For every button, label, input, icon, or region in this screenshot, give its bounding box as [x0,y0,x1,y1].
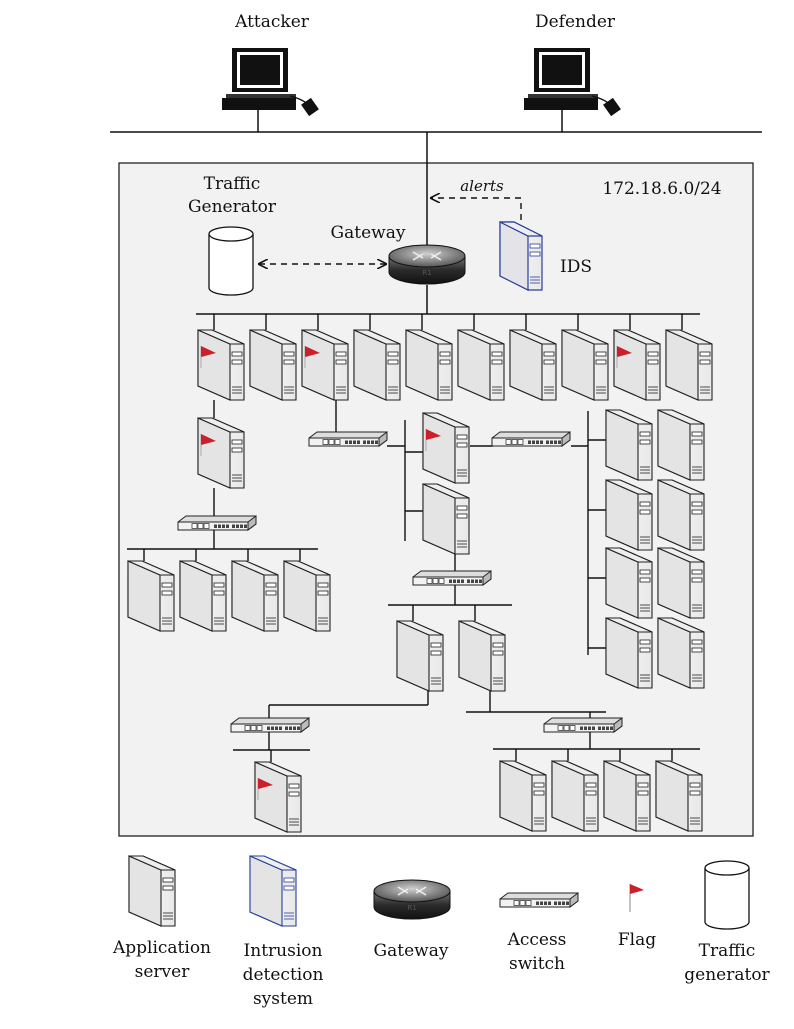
server-icon [422,483,470,555]
ids-label: IDS [560,257,592,277]
server-icon [254,761,302,833]
server-icon [179,560,227,632]
server-icon [655,760,703,832]
server-icon [605,547,653,619]
server-icon [128,855,176,927]
server-icon [499,760,547,832]
server-icon [605,479,653,551]
server-icon [249,855,297,927]
server-icon [665,329,713,401]
legend-flag: Flag [618,930,656,950]
gateway-label: Gateway [331,223,406,243]
alerts-label: alerts [460,177,504,195]
legend-ids-1: Intrusion [244,941,323,961]
legend-ids-2: detection [243,965,324,985]
flag-icon [200,346,216,368]
server-icon [657,479,705,551]
server-icon [509,329,557,401]
server-icon [301,329,349,401]
server-icon [458,620,506,692]
server-icon [551,760,599,832]
server-icon [396,620,444,692]
legend: R1 Application server Intrusion detectio… [112,855,771,1009]
switch-icon [177,515,257,531]
flag-icon [304,346,320,368]
switch-icon [499,892,579,908]
server-icon [197,329,245,401]
flag-icon [629,884,644,912]
server-icon [197,417,245,489]
router-icon: R1 [388,244,466,285]
traffic-generator-label-line1: Traffic [204,174,261,194]
server-icon [657,617,705,689]
flag-icon [200,434,216,456]
flag-icon [425,429,441,451]
server-icon [657,547,705,619]
server-icon [283,560,331,632]
server-icon [613,329,661,401]
legend-app-server-2: server [135,962,191,982]
server-icon [353,329,401,401]
server-icon [657,409,705,481]
flag-icon [616,346,632,368]
server-icon [127,560,175,632]
flag-icon [257,778,273,800]
switch-icon [491,431,571,447]
legend-ids-3: system [253,989,313,1009]
switch-icon [308,431,388,447]
alerts-arrow [431,198,522,220]
attacker-label: Attacker [234,12,310,32]
defender-workstation: Defender [524,12,621,132]
server-icon [561,329,609,401]
server-icon [605,409,653,481]
server-icon [457,329,505,401]
workstation-icon [524,48,621,117]
legend-traffic-gen-1: Traffic [699,941,756,961]
ids-server: IDS [499,221,592,291]
legend-switch-1: Access [507,930,567,950]
legend-gateway: Gateway [374,941,449,961]
router-icon: R1 [373,879,451,920]
switch-icon [412,570,492,586]
switch-icon [543,717,623,733]
router-text: R1 [422,269,431,277]
legend-router-text: R1 [407,904,416,912]
workstation-icon [222,48,319,117]
legend-switch-2: switch [509,954,565,974]
server-icon [422,412,470,484]
server-icon [231,560,279,632]
subnet-label: 172.18.6.0/24 [602,179,721,199]
server-icon [249,329,297,401]
defender-label: Defender [535,12,616,32]
switch-icon [230,717,310,733]
cylinder-icon [208,226,254,296]
attacker-workstation: Attacker [222,12,319,132]
legend-app-server-1: Application [112,938,211,958]
server-icon [603,760,651,832]
legend-traffic-gen-2: generator [684,965,770,985]
cylinder-icon [704,860,750,930]
server-icon [405,329,453,401]
server-icon [499,221,543,291]
traffic-generator-label-line2: Generator [188,197,277,217]
server-icon [605,617,653,689]
